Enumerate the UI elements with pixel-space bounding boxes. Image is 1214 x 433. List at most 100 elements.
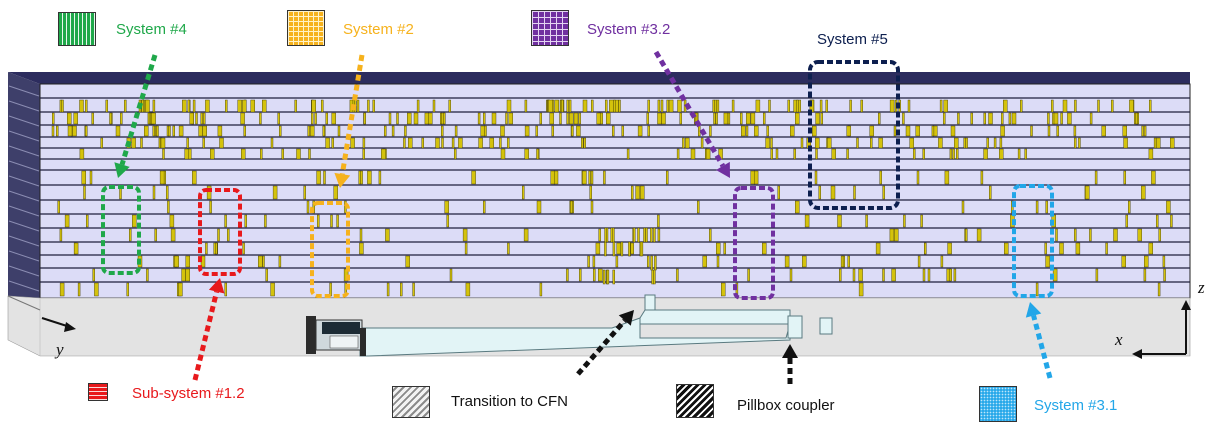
system2-arrow [339, 54, 365, 175]
yellow-element [913, 148, 916, 160]
yellow-element [1155, 214, 1159, 228]
yellow-element [1158, 228, 1161, 242]
yellow-element [657, 112, 662, 125]
yellow-element [802, 255, 807, 268]
system31-arrow [1031, 314, 1053, 379]
yellow-element [657, 99, 661, 113]
yellow-element [1003, 99, 1008, 113]
subsystem12-label: Sub-system #1.2 [132, 385, 245, 402]
yellow-element [1125, 214, 1129, 228]
axes-gizmo [41, 300, 1191, 359]
yellow-element [626, 148, 630, 160]
yellow-element [646, 112, 649, 125]
yellow-element [362, 137, 366, 149]
yellow-element [548, 99, 553, 113]
yellow-element [94, 282, 99, 297]
yellow-element [715, 112, 718, 125]
yellow-element [1166, 200, 1171, 214]
yellow-element [322, 125, 325, 137]
yellow-element [815, 137, 820, 149]
yellow-element [311, 112, 314, 125]
yellow-element [209, 200, 212, 214]
yellow-element [768, 99, 771, 113]
system31-swatch [979, 386, 1017, 422]
yellow-element [507, 242, 510, 255]
yellow-element [428, 112, 433, 125]
subsystem12-marker [198, 188, 242, 276]
yellow-element [643, 227, 646, 243]
yellow-element [169, 214, 175, 228]
yellow-element [265, 268, 268, 282]
yellow-element [178, 282, 183, 297]
yellow-element [949, 268, 952, 282]
yellow-element [262, 99, 267, 113]
yellow-element [1141, 185, 1146, 200]
yellow-element [262, 255, 265, 268]
yellow-element [875, 242, 881, 255]
yellow-element [1056, 125, 1059, 137]
yellow-element [159, 170, 165, 185]
yellow-element [378, 170, 382, 185]
yellow-element [72, 125, 77, 137]
yellow-element [596, 112, 601, 125]
yellow-element [953, 268, 957, 282]
yellow-element [131, 137, 136, 149]
yellow-element [550, 170, 555, 185]
yellow-element [869, 125, 874, 137]
yellow-element [685, 137, 690, 149]
yellow-element [388, 112, 392, 125]
yellow-element [507, 137, 510, 149]
yellow-element [702, 255, 707, 268]
yellow-element [870, 137, 873, 149]
yellow-element [1123, 170, 1127, 185]
yellow-element [676, 148, 680, 160]
yellow-element [745, 125, 749, 137]
yellow-element [524, 99, 528, 113]
yellow-element [167, 200, 170, 214]
yellow-element [189, 112, 194, 125]
yellow-element [878, 112, 881, 125]
yellow-element [331, 112, 336, 125]
yellow-element [970, 112, 973, 125]
yellow-element [762, 242, 767, 255]
yellow-element [61, 99, 64, 113]
yellow-element [650, 255, 653, 271]
yellow-element [943, 99, 948, 113]
yellow-element [1074, 137, 1077, 149]
yellow-element [713, 112, 716, 125]
yellow-element [444, 200, 449, 214]
yellow-element [566, 112, 569, 125]
yellow-element [924, 242, 927, 255]
yellow-element [105, 99, 109, 113]
yellow-element [195, 112, 198, 125]
yellow-element [160, 137, 166, 149]
yellow-element [993, 137, 997, 149]
yellow-element [598, 268, 603, 282]
yellow-element [1097, 99, 1100, 113]
system31-arrow-head [1025, 302, 1042, 318]
yellow-element [789, 268, 793, 282]
yellow-element [909, 137, 914, 149]
yellow-element [198, 125, 203, 137]
yellow-element [606, 269, 610, 285]
yellow-element [471, 170, 476, 185]
yellow-element [384, 125, 387, 137]
yellow-element [536, 148, 539, 160]
yellow-element [1089, 112, 1093, 125]
yellow-element [154, 228, 157, 242]
yellow-element [598, 228, 601, 242]
yellow-element [576, 125, 581, 137]
yellow-element [454, 148, 457, 160]
yellow-element [500, 125, 505, 137]
yellow-element [279, 125, 282, 137]
yellow-element [311, 99, 316, 113]
yellow-element [593, 268, 596, 282]
yellow-element [1162, 255, 1166, 268]
yellow-element [697, 200, 700, 214]
yellow-element [140, 137, 143, 149]
yellow-element [270, 137, 274, 149]
yellow-element [705, 148, 711, 160]
yellow-element [1127, 200, 1131, 214]
yellow-element [818, 185, 821, 200]
